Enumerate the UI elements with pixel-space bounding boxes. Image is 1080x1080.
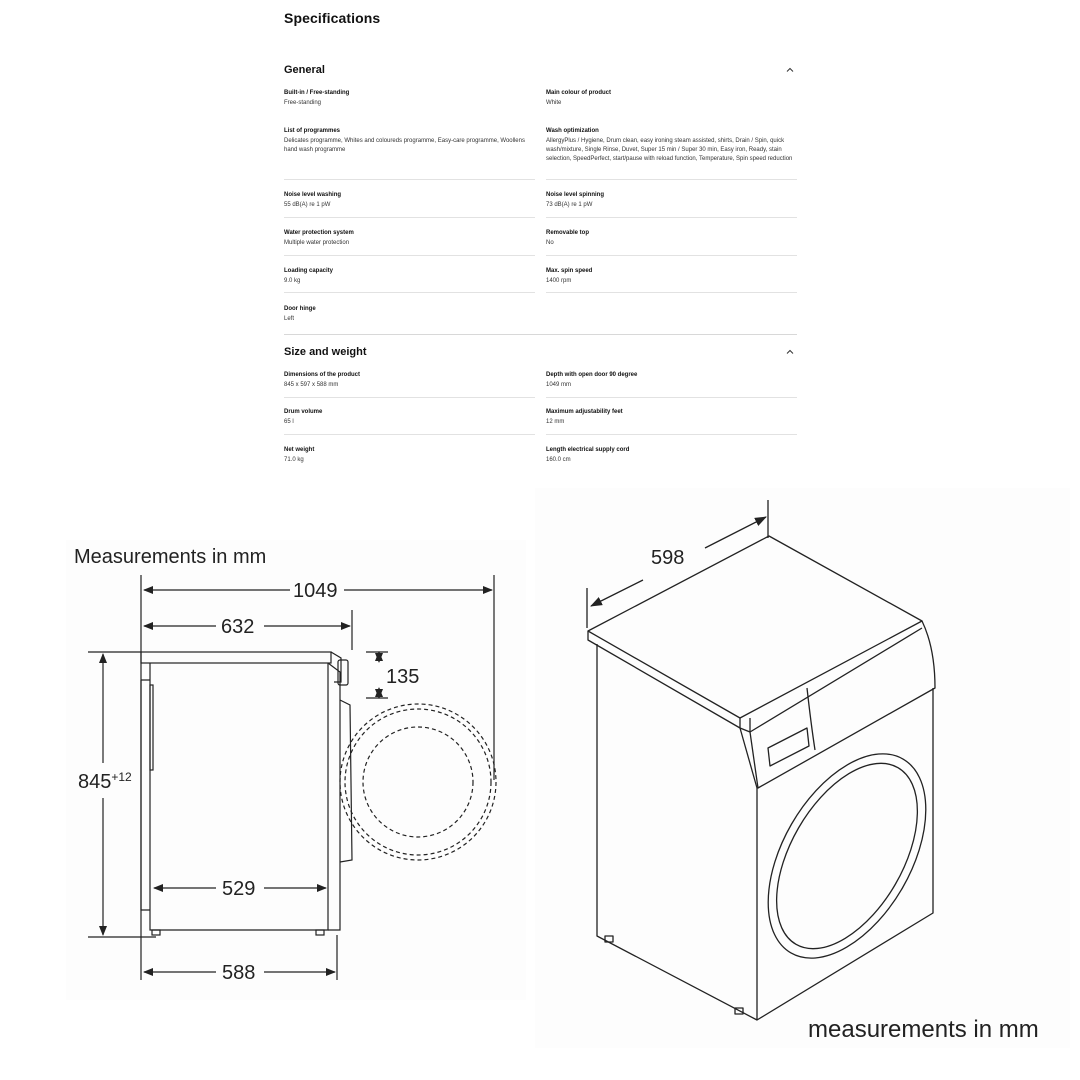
- spec-label: Dimensions of the product: [284, 372, 361, 378]
- spec-value: 9.0 kg: [284, 278, 301, 284]
- spec-label: Depth with open door 90 degree: [546, 372, 638, 378]
- spec-main-colour: Main colour of product White: [546, 89, 797, 108]
- section-header-general[interactable]: General: [284, 60, 797, 80]
- spec-label: Net weight: [284, 447, 315, 453]
- spec-label: Length electrical supply cord: [546, 447, 630, 453]
- divider: [546, 179, 797, 180]
- dim-top-panel: 135: [386, 666, 419, 688]
- spec-value: 71.0 kg: [284, 457, 304, 463]
- spec-label: Door hinge: [284, 306, 316, 312]
- spec-label: Removable top: [546, 230, 590, 236]
- side-view-drawing: 1049 632 135 845+12 529 588: [78, 575, 497, 984]
- divider: [546, 292, 797, 293]
- spec-value: AllergyPlus / Hygiene, Drum clean, easy …: [546, 138, 793, 162]
- spec-supply-cord: Length electrical supply cord 160.0 cm: [546, 446, 797, 465]
- spec-loading-capacity: Loading capacity 9.0 kg: [284, 267, 535, 286]
- dim-height-tolerance: +12: [111, 770, 132, 784]
- spec-wash-optimization: Wash optimization AllergyPlus / Hygiene,…: [546, 127, 797, 164]
- spec-noise-spinning: Noise level spinning 73 dB(A) re 1 pW: [546, 191, 797, 210]
- page-title: Specifications: [284, 10, 381, 26]
- spec-value: 12 mm: [546, 419, 565, 425]
- spec-list-of-programmes: List of programmes Delicates programme, …: [284, 127, 535, 155]
- side-view-diagram: 1049 632 135 845+12 529 588: [66, 540, 526, 1000]
- section-title-size-and-weight: Size and weight: [284, 346, 367, 358]
- spec-value: 1049 mm: [546, 382, 572, 388]
- dim-height: 845+12: [78, 770, 132, 793]
- spec-label: Drum volume: [284, 409, 323, 415]
- spec-adjustability-feet: Maximum adjustability feet 12 mm: [546, 408, 797, 427]
- divider: [284, 255, 535, 256]
- spec-label: Loading capacity: [284, 268, 334, 274]
- spec-label: Noise level spinning: [546, 192, 605, 198]
- spec-value: 845 x 597 x 588 mm: [284, 382, 339, 388]
- iso-view-drawing: 598: [586, 500, 936, 1021]
- dim-height-value: 845: [78, 771, 111, 793]
- divider: [284, 434, 535, 435]
- spec-value: No: [546, 240, 554, 246]
- divider: [546, 434, 797, 435]
- spec-noise-washing: Noise level washing 55 dB(A) re 1 pW: [284, 191, 535, 210]
- spec-net-weight: Net weight 71.0 kg: [284, 446, 535, 465]
- side-diagram-caption: Measurements in mm: [74, 546, 267, 568]
- spec-label: Noise level washing: [284, 192, 342, 198]
- divider: [284, 217, 535, 218]
- divider: [546, 255, 797, 256]
- spec-value: 73 dB(A) re 1 pW: [546, 202, 593, 208]
- divider: [284, 397, 535, 398]
- spec-label: Built-in / Free-standing: [284, 90, 350, 96]
- spec-value: Free-standing: [284, 100, 322, 106]
- spec-built-in: Built-in / Free-standing Free-standing: [284, 89, 535, 108]
- spec-value: 55 dB(A) re 1 pW: [284, 202, 331, 208]
- chevron-up-icon[interactable]: [786, 348, 794, 356]
- iso-view-diagram: 598: [535, 488, 1070, 1048]
- spec-door-hinge: Door hinge Left: [284, 305, 535, 324]
- divider: [284, 179, 535, 180]
- iso-diagram-caption: measurements in mm: [808, 1016, 1039, 1043]
- spec-depth-open-door: Depth with open door 90 degree 1049 mm: [546, 371, 797, 390]
- spec-water-protection: Water protection system Multiple water p…: [284, 229, 535, 248]
- section-divider: [284, 334, 797, 335]
- dim-inner-depth: 529: [222, 878, 255, 900]
- spec-label: Wash optimization: [546, 128, 599, 134]
- divider: [546, 397, 797, 398]
- spec-drum-volume: Drum volume 65 l: [284, 408, 535, 427]
- spec-removable-top: Removable top No: [546, 229, 797, 248]
- spec-value: White: [546, 100, 562, 106]
- spec-label: Water protection system: [284, 230, 354, 236]
- spec-label: Main colour of product: [546, 90, 611, 96]
- chevron-up-icon[interactable]: [786, 66, 794, 74]
- dim-width: 598: [651, 547, 684, 569]
- section-title-general: General: [284, 64, 325, 76]
- spec-value: Left: [284, 316, 295, 322]
- divider: [284, 292, 535, 293]
- spec-dimensions: Dimensions of the product 845 x 597 x 58…: [284, 371, 535, 390]
- spec-value: 160.0 cm: [546, 457, 571, 463]
- spec-value: Multiple water protection: [284, 240, 350, 246]
- dim-depth-open-door: 1049: [293, 580, 338, 602]
- spec-value: 1400 rpm: [546, 278, 572, 284]
- spec-max-spin-speed: Max. spin speed 1400 rpm: [546, 267, 797, 286]
- spec-label: Max. spin speed: [546, 268, 593, 274]
- divider: [546, 217, 797, 218]
- spec-value: Delicates programme, Whites and coloured…: [284, 138, 525, 153]
- dim-depth-body: 632: [221, 616, 254, 638]
- spec-value: 65 l: [284, 419, 294, 425]
- section-header-size-and-weight[interactable]: Size and weight: [284, 342, 797, 362]
- spec-label: Maximum adjustability feet: [546, 409, 623, 415]
- spec-label: List of programmes: [284, 128, 341, 134]
- dim-base-depth: 588: [222, 962, 255, 984]
